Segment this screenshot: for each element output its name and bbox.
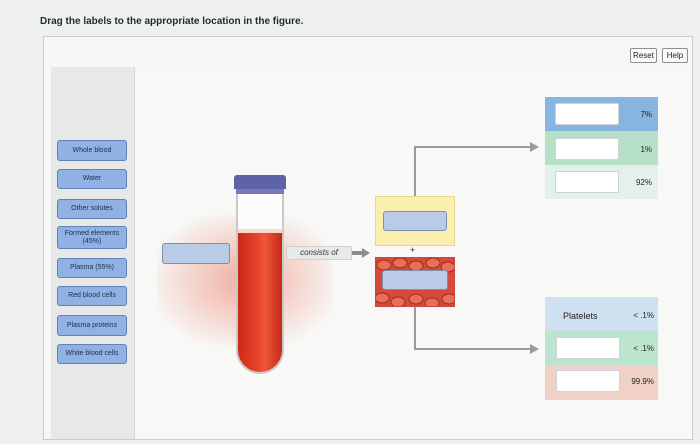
plasma-pct-2: 1% bbox=[640, 145, 652, 154]
right-arrow-icon bbox=[530, 344, 539, 354]
drop-zone-formed-row-2[interactable] bbox=[556, 337, 620, 359]
label-red-blood-cells[interactable]: Red blood cells bbox=[57, 286, 127, 306]
right-arrow-icon bbox=[530, 142, 539, 152]
tube-red-cell-layer bbox=[238, 233, 282, 372]
drop-zone-tube[interactable] bbox=[162, 243, 230, 264]
label-other-solutes[interactable]: Other solutes bbox=[57, 199, 127, 219]
drop-zone-plasma-row-1[interactable] bbox=[555, 103, 619, 125]
label-formed-elements[interactable]: Formed elements (45%) bbox=[57, 226, 127, 249]
label-plasma-proteins[interactable]: Plasma proteins bbox=[57, 315, 127, 336]
tube-plasma-layer bbox=[238, 194, 282, 229]
drop-zone-formed-row-3[interactable] bbox=[556, 370, 620, 392]
help-button[interactable]: Help bbox=[662, 48, 688, 63]
tube-cap bbox=[234, 175, 286, 189]
tube-buffy-coat bbox=[238, 229, 282, 233]
label-water[interactable]: Water bbox=[57, 169, 127, 189]
right-arrow-icon bbox=[352, 248, 370, 258]
tube-cap-band bbox=[236, 189, 284, 194]
instruction-text: Drag the labels to the appropriate locat… bbox=[40, 16, 304, 27]
label-plasma[interactable]: Plasma (55%) bbox=[57, 258, 127, 278]
drop-zone-formed-elements[interactable] bbox=[382, 270, 448, 290]
consists-of-label: consists of bbox=[286, 246, 352, 260]
drop-zone-plasma[interactable] bbox=[383, 211, 447, 231]
plasma-pct-1: 7% bbox=[640, 110, 652, 119]
reset-button[interactable]: Reset bbox=[630, 48, 657, 63]
label-white-blood-cells[interactable]: White blood cells bbox=[57, 344, 127, 364]
plasma-pct-3: 92% bbox=[635, 178, 652, 187]
plus-icon: + bbox=[410, 245, 416, 255]
connector-line-top bbox=[414, 146, 531, 148]
formed-pct-2: < .1% bbox=[633, 344, 654, 353]
label-whole-blood[interactable]: Whole blood bbox=[57, 140, 127, 161]
formed-pct-1: < .1% bbox=[633, 311, 654, 320]
formed-components-panel bbox=[545, 297, 658, 400]
label-bank bbox=[51, 67, 135, 439]
platelets-label: Platelets bbox=[563, 311, 598, 321]
drop-zone-plasma-row-2[interactable] bbox=[555, 138, 619, 160]
drop-zone-plasma-row-3[interactable] bbox=[555, 171, 619, 193]
test-tube bbox=[236, 194, 284, 374]
formed-pct-3: 99.9% bbox=[631, 377, 654, 386]
connector-line-down bbox=[414, 307, 416, 350]
formed-row-1 bbox=[545, 297, 658, 331]
connector-line-bottom bbox=[414, 348, 531, 350]
connector-line-up bbox=[414, 146, 416, 196]
